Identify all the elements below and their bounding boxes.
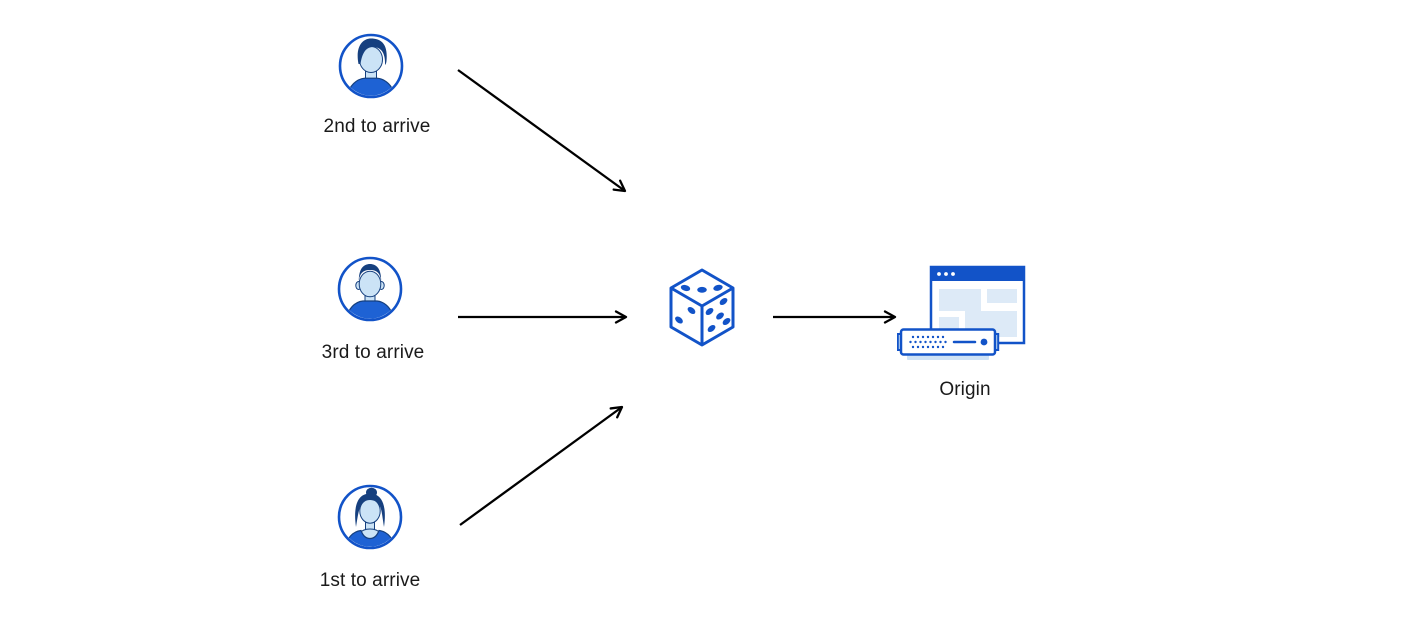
visitor-second-label: 2nd to arrive (323, 116, 431, 137)
visitor-first-label: 1st to arrive (319, 570, 421, 591)
visitor-third-label: 3rd to arrive (321, 342, 425, 363)
woman-avatar-icon (337, 484, 403, 550)
origin-server-icon (897, 265, 1026, 360)
server-vent-dots (909, 335, 947, 349)
arrow-visitor1-to-dice (459, 405, 624, 526)
dice-icon (669, 268, 735, 347)
server-icon (897, 328, 1000, 360)
dice-pips (675, 284, 731, 332)
arrow-visitor2-to-dice (457, 69, 627, 193)
man-avatar-icon (338, 33, 404, 99)
origin-label: Origin (939, 379, 991, 400)
man-avatar-icon (337, 256, 403, 322)
